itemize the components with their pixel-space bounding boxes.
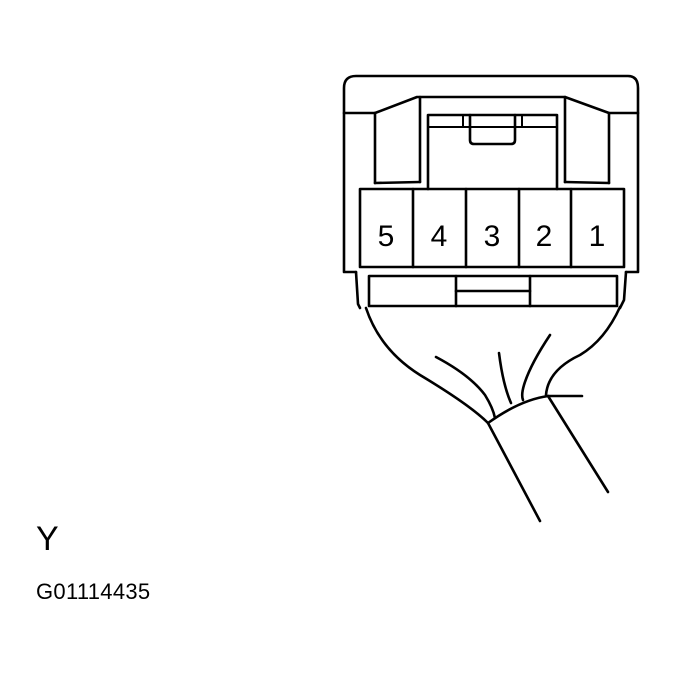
figure-code: G01114435 xyxy=(36,579,151,604)
wire-harness xyxy=(364,305,622,523)
pin-2-label: 2 xyxy=(536,220,553,253)
connector-housing xyxy=(342,74,640,274)
cable-sheath xyxy=(486,394,584,425)
pin-3-label: 3 xyxy=(484,220,501,253)
pin-4-label: 4 xyxy=(431,220,448,253)
pin-row: 5 4 3 2 1 xyxy=(358,187,626,269)
pin-1-label: 1 xyxy=(589,220,606,253)
retainer-strip xyxy=(354,270,628,310)
locking-latch xyxy=(426,113,559,191)
view-label: Y xyxy=(36,520,59,558)
pin-5-label: 5 xyxy=(378,220,395,253)
